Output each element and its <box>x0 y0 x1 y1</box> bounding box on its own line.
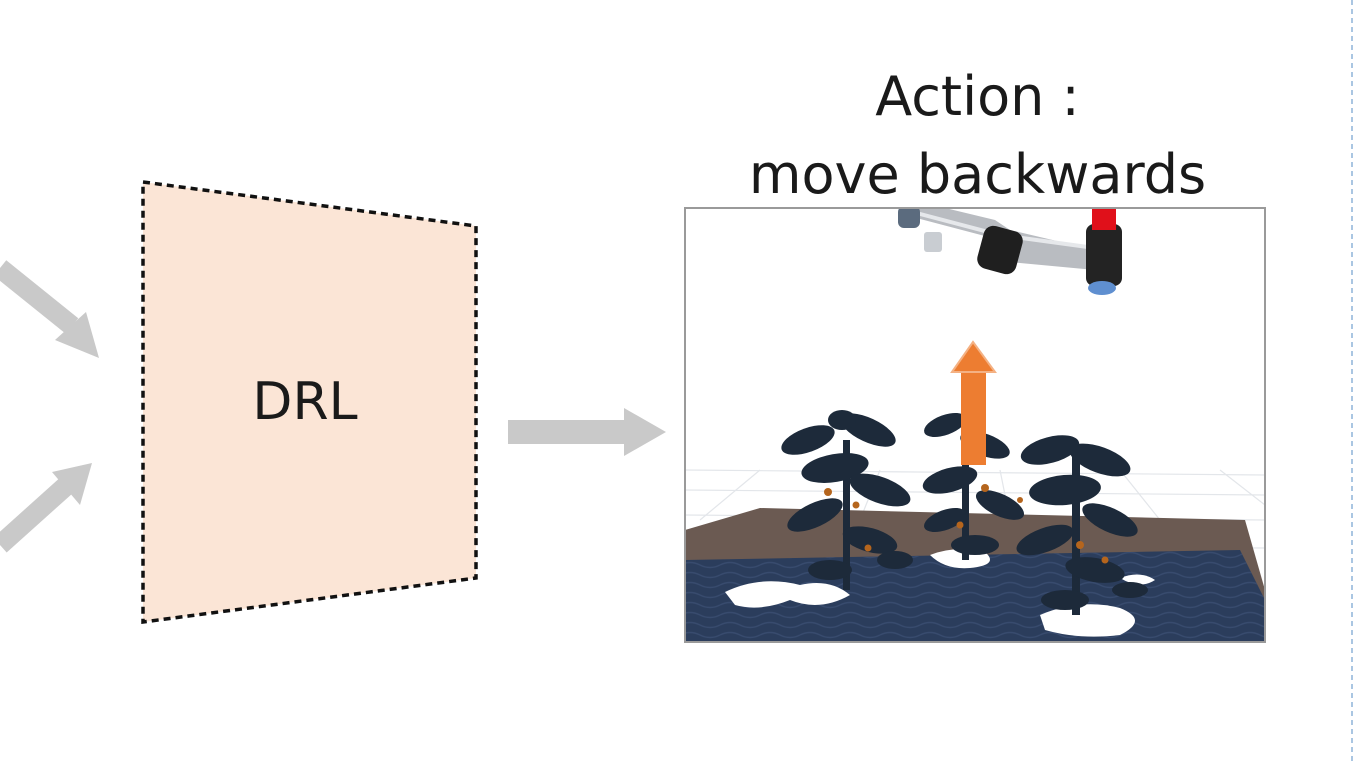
scene-border <box>684 207 1266 643</box>
input-arrow-lower <box>0 463 92 553</box>
tomato-fruits <box>824 484 1109 564</box>
simulation-scene-image <box>685 208 1265 642</box>
drl-block <box>141 180 478 624</box>
tomato-plant-right <box>1016 435 1148 615</box>
input-arrow-upper <box>0 260 99 358</box>
action-arrow-icon <box>950 340 997 465</box>
tomato-plant-left <box>781 410 913 590</box>
drl-label: DRL <box>252 372 358 432</box>
action-title-line2: move backwards <box>748 143 1207 206</box>
action-title-line1: Action : <box>875 65 1080 128</box>
output-arrow <box>508 408 666 456</box>
robot-arm <box>898 208 1122 295</box>
action-title: Action : move backwards <box>700 58 1255 214</box>
